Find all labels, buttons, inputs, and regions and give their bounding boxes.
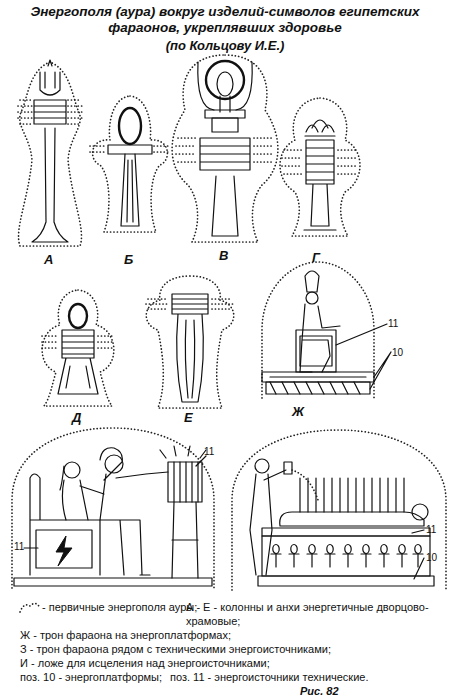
- ankh-symbol: [361, 545, 371, 568]
- throne-with-energy-sources: [12, 428, 214, 588]
- column-a: [18, 60, 82, 246]
- key-note: З - трон фараона рядом с техническими эн…: [20, 642, 331, 656]
- column-d: [280, 98, 360, 236]
- callout-number: 11: [14, 541, 24, 552]
- leader-line: [412, 530, 424, 579]
- pharaoh-head: [306, 292, 318, 304]
- aura-field: [12, 428, 214, 588]
- raised-arms: [198, 62, 252, 112]
- ankh-crossbar: [205, 110, 245, 118]
- priest-head: [255, 459, 269, 473]
- aura-field: [280, 98, 360, 236]
- ankh-symbol: [379, 545, 389, 568]
- key-note: поз. 11 - энергоисточники технические.: [170, 670, 369, 684]
- author-note: (по Кольцову И.Е.): [0, 38, 450, 54]
- figure-letter: Д: [72, 410, 81, 425]
- ankh-symbol: [307, 545, 317, 568]
- energy-comb: [300, 478, 404, 512]
- legend-entry: - первичные энергополя ауры;: [42, 600, 197, 614]
- lightning-sign: [56, 536, 72, 566]
- ankh-symbol: [397, 545, 407, 568]
- ankh-shaft: [121, 154, 139, 226]
- queen-head: [64, 462, 80, 478]
- ankh-column-c: [172, 55, 278, 242]
- figure-letter: Б: [124, 252, 133, 267]
- source-details: [160, 446, 206, 578]
- djed-column: [200, 118, 250, 236]
- figure-caption: Рис. 82: [300, 684, 339, 696]
- ankh-symbol: [271, 545, 281, 568]
- leader-line: [24, 456, 206, 548]
- callout-number: 11: [204, 446, 214, 457]
- key-note: А - Е - колонны и анхи энергетичные двор…: [186, 600, 448, 628]
- aura-rays: [90, 146, 170, 152]
- aura-rays: [282, 150, 358, 174]
- aura-field: [146, 276, 234, 408]
- ankh-loop: [119, 108, 141, 144]
- queen-figure: [60, 466, 104, 520]
- bed-frame: [262, 536, 430, 576]
- column-symbol: [32, 60, 68, 242]
- ankh-b: [90, 96, 170, 232]
- figure-letter: А: [44, 252, 53, 267]
- pharaoh-figure: [100, 448, 168, 575]
- poured-stream: [292, 470, 318, 500]
- figure-letter: Ж: [292, 404, 304, 419]
- callout-number: 11: [426, 524, 436, 535]
- ankh-loop: [217, 72, 233, 96]
- aura-field: [42, 290, 114, 406]
- ankh-symbol: [325, 545, 335, 568]
- ankh-body: [58, 330, 98, 394]
- ankh-loop: [69, 304, 87, 328]
- platform-hatching: [270, 377, 366, 394]
- figure-letter: Е: [184, 410, 193, 425]
- throne-on-platforms: [262, 262, 391, 398]
- priest-figure: [250, 470, 286, 575]
- vessel: [284, 462, 292, 474]
- figure-letter: Г: [312, 250, 320, 265]
- callout-number: 10: [426, 552, 437, 563]
- ankh-symbol: [343, 545, 353, 568]
- ankh-e: [42, 290, 114, 406]
- legend-aura-sample: [20, 603, 40, 612]
- patient-head: [412, 504, 428, 520]
- figure-title: Энергополя (аура) вокруг изделий-символо…: [25, 4, 425, 36]
- energy-platform: [258, 576, 434, 586]
- aura-field: [262, 262, 374, 398]
- leader-line: [336, 324, 391, 389]
- aura-field: [19, 62, 82, 246]
- callout-number: 11: [388, 318, 398, 329]
- pharaoh-figure: [300, 271, 340, 372]
- aura-rays: [176, 138, 274, 162]
- key-note: И - ложе для исцеления над энергоисточни…: [20, 656, 270, 670]
- column-f: [146, 276, 234, 408]
- floor-platform: [14, 578, 212, 586]
- callout-number: 10: [392, 347, 403, 358]
- lotus-column: [304, 120, 336, 230]
- key-note: Ж - трон фараона на энергоплатформах;: [20, 628, 231, 642]
- lying-figure: [280, 512, 424, 526]
- figure-letter: В: [219, 248, 228, 263]
- ankh-symbol: [289, 545, 299, 568]
- aura-field: [172, 55, 278, 242]
- aura-field: [232, 430, 446, 590]
- aura-field: [93, 96, 168, 232]
- ankh-sources: [271, 545, 423, 568]
- ankh-crossbar: [108, 145, 152, 154]
- energy-source: [36, 530, 92, 568]
- bed-top: [262, 528, 430, 536]
- healing-bed: [232, 430, 446, 590]
- key-note: поз. 10 - энергоплатформы;: [20, 670, 162, 684]
- sun-disc: [206, 61, 244, 99]
- papyrus-column: [172, 294, 208, 402]
- technical-energy-source: [168, 462, 202, 502]
